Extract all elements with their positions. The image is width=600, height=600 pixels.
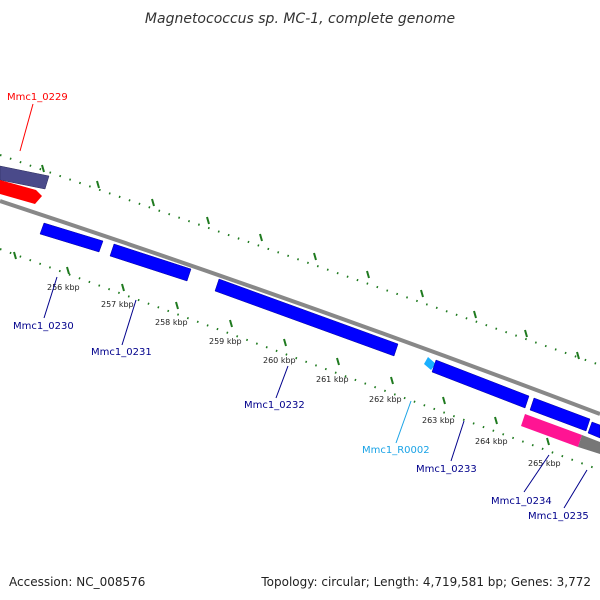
leader-mmc1-0235 <box>563 469 588 509</box>
inner-major-tick <box>336 357 340 366</box>
gene-arrow-grey <box>578 435 600 454</box>
kbp-label: 256 kbp <box>47 283 80 292</box>
inner-major-tick <box>494 416 498 425</box>
leader-mmc1-0229 <box>19 103 34 152</box>
outer-major-tick <box>259 233 263 242</box>
accession-text: Accession: NC_008576 <box>9 575 145 589</box>
gene-label-mmc1-0229: Mmc1_0229 <box>7 92 68 103</box>
backbone-line <box>0 199 600 416</box>
gene-label-mmc1-0235: Mmc1_0235 <box>528 511 589 522</box>
outer-major-tick <box>366 270 370 279</box>
outer-major-tick <box>41 164 45 173</box>
kbp-label: 260 kbp <box>263 356 296 365</box>
outer-major-tick <box>473 310 477 319</box>
outer-major-tick <box>206 216 210 225</box>
outer-dots <box>0 154 600 366</box>
kbp-label: 259 kbp <box>209 337 242 346</box>
outer-major-tick <box>524 329 528 338</box>
outer-major-tick <box>313 252 317 261</box>
gene-arrow-mmc1-0234-fwd <box>529 397 591 432</box>
gene-arrow-reverse <box>0 165 50 190</box>
outer-major-tick <box>420 289 424 298</box>
leader-mmc1-0234 <box>523 454 550 493</box>
inner-dots <box>0 248 600 471</box>
gene-arrow-mmc1-0230 <box>39 222 104 253</box>
inner-major-tick <box>229 319 233 328</box>
gene-labels: Mmc1_0229 Mmc1_0230 Mmc1_0231 Mmc1_0232 … <box>7 92 589 522</box>
outer-major-tick <box>96 180 100 189</box>
inner-major-tick <box>121 283 125 292</box>
gene-arrow-mmc1-0235 <box>587 421 600 439</box>
gene-arrow-mmc1-0232 <box>214 278 399 357</box>
gene-arrow-mmc1-0234 <box>521 414 582 447</box>
kbp-label: 264 kbp <box>475 437 508 446</box>
outer-major-tick <box>151 198 155 207</box>
kbp-labels: 256 kbp 257 kbp 258 kbp 259 kbp 260 kbp … <box>47 283 561 468</box>
inner-major-tick <box>66 266 70 275</box>
gene-label-mmc1-0231: Mmc1_0231 <box>91 347 152 358</box>
leader-mmc1-0233 <box>450 420 465 462</box>
kbp-label: 265 kbp <box>528 459 561 468</box>
kbp-label: 258 kbp <box>155 318 188 327</box>
rna-arrow-mmc1-r0002 <box>424 357 436 370</box>
outer-major-tick <box>576 351 580 360</box>
inner-major-tick <box>283 338 287 347</box>
inner-major-tick <box>13 251 17 260</box>
gene-arrow-mmc1-0229 <box>0 180 42 204</box>
kbp-label: 262 kbp <box>369 395 402 404</box>
leader-mmc1-0232 <box>275 365 289 399</box>
gene-arrow-mmc1-0231 <box>109 243 192 282</box>
gene-label-leaders <box>19 103 588 509</box>
gene-label-mmc1-r0002: Mmc1_R0002 <box>362 445 430 456</box>
gene-label-mmc1-0233: Mmc1_0233 <box>416 464 477 475</box>
map-title: Magnetococcus sp. MC-1, complete genome <box>145 11 455 27</box>
genome-backbone <box>0 199 600 416</box>
inner-major-tick <box>390 376 394 385</box>
inner-major-tick <box>546 437 550 446</box>
inner-tick-track <box>0 248 600 471</box>
kbp-label: 263 kbp <box>422 416 455 425</box>
gene-arrow-mmc1-0233 <box>431 359 530 409</box>
topology-text: Topology: circular; Length: 4,719,581 bp… <box>260 575 591 589</box>
leader-mmc1-0230 <box>43 276 58 319</box>
kbp-label: 261 kbp <box>316 375 349 384</box>
gene-label-mmc1-0232: Mmc1_0232 <box>244 400 305 411</box>
inner-major-tick <box>175 301 179 310</box>
inner-major-tick <box>442 396 446 405</box>
leader-mmc1-r0002 <box>395 400 412 444</box>
leader-mmc1-0231 <box>121 299 137 346</box>
gene-label-mmc1-0234: Mmc1_0234 <box>491 496 552 507</box>
outer-tick-track <box>0 154 600 366</box>
kbp-label: 257 kbp <box>101 300 134 309</box>
gene-label-mmc1-0230: Mmc1_0230 <box>13 321 74 332</box>
